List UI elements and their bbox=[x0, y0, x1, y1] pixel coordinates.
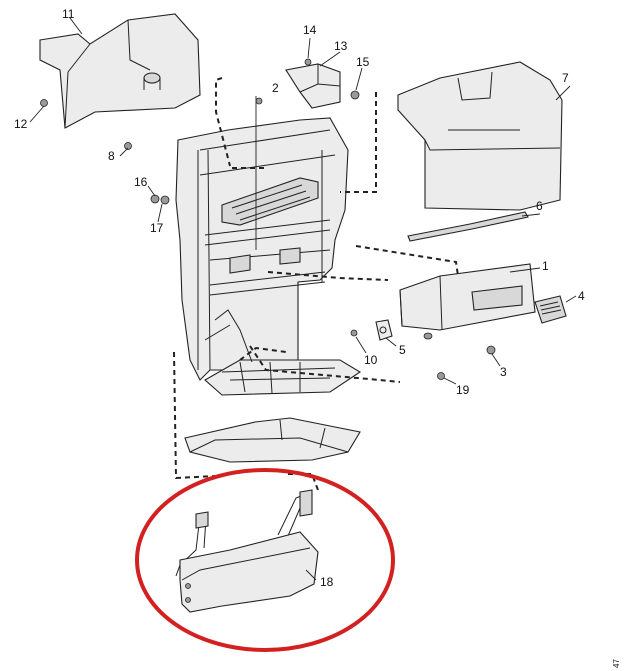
callout-17: 17 bbox=[150, 221, 164, 235]
seat-frame-assembly bbox=[175, 117, 362, 396]
callout-8: 8 bbox=[108, 149, 115, 163]
callout-15: 14 bbox=[303, 23, 317, 37]
callout-leaders bbox=[29, 17, 577, 581]
seat-lower-tray bbox=[184, 417, 361, 463]
callout-19: 19 bbox=[456, 383, 470, 397]
callout-12: 12 bbox=[14, 117, 28, 131]
part-13-bracket bbox=[285, 63, 341, 109]
part-7-side-trim-panel bbox=[397, 61, 563, 211]
callout-11: 11 bbox=[62, 7, 75, 21]
callout-3: 3 bbox=[500, 365, 507, 379]
figure-id: 47 bbox=[612, 659, 621, 668]
highlight-ellipse bbox=[135, 468, 395, 652]
callout-1: 1 bbox=[542, 259, 549, 273]
assembly-dashed-lines bbox=[173, 77, 459, 491]
part-6-molding-strip bbox=[407, 211, 529, 242]
part-18-armrest bbox=[175, 489, 319, 613]
part-11-upper-trim-panel bbox=[39, 13, 201, 129]
callout-5: 5 bbox=[399, 343, 406, 357]
callout-4: 4 bbox=[578, 289, 585, 303]
callout-14: 15 bbox=[356, 55, 370, 69]
callout-6: 6 bbox=[536, 199, 543, 213]
callout-labels: 11 12 8 16 17 14 13 15 2 7 6 1 4 5 10 3 … bbox=[14, 7, 585, 589]
callout-18: 18 bbox=[320, 575, 334, 589]
part-1-storage-bin bbox=[399, 263, 536, 340]
fasteners bbox=[40, 58, 496, 380]
callout-2: 2 bbox=[272, 81, 279, 95]
callout-16: 16 bbox=[134, 175, 148, 189]
callout-10: 10 bbox=[364, 353, 378, 367]
callout-13: 13 bbox=[334, 39, 348, 53]
part-4-cover-plate bbox=[534, 295, 567, 324]
callout-7: 7 bbox=[562, 71, 569, 85]
part-5-clip bbox=[375, 319, 393, 341]
